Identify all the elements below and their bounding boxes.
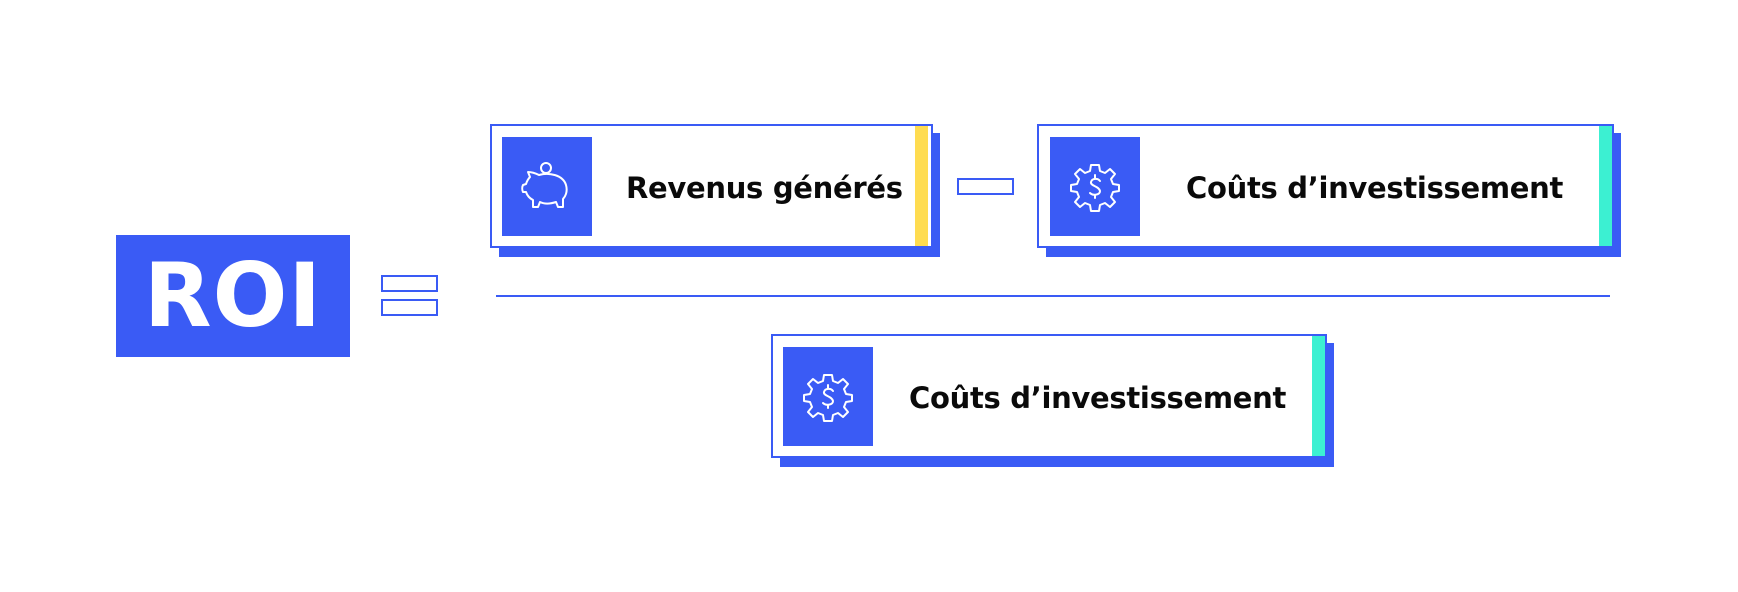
equals-sign-top-bar: [381, 275, 438, 292]
fraction-line: [496, 295, 1610, 297]
card-label: Revenus générés: [626, 171, 903, 205]
accent-bar-yellow: [915, 126, 928, 246]
card-couts-investissement-numerator: Coûts d’investissement: [1037, 124, 1621, 257]
gear-dollar-icon: [783, 347, 873, 446]
card-label: Coûts d’investissement: [1186, 171, 1564, 205]
card-label: Coûts d’investissement: [909, 381, 1287, 415]
roi-label-box: ROI: [116, 235, 350, 357]
equals-sign-bottom-bar: [381, 299, 438, 316]
piggy-bank-icon: [502, 137, 592, 236]
card-revenus-generes: Revenus générés: [490, 124, 940, 257]
roi-label: ROI: [143, 244, 323, 347]
gear-dollar-icon: [1050, 137, 1140, 236]
card-couts-investissement-denominator: Coûts d’investissement: [771, 334, 1334, 467]
minus-sign: [957, 178, 1014, 195]
accent-bar-teal: [1312, 336, 1325, 456]
accent-bar-teal: [1599, 126, 1612, 246]
